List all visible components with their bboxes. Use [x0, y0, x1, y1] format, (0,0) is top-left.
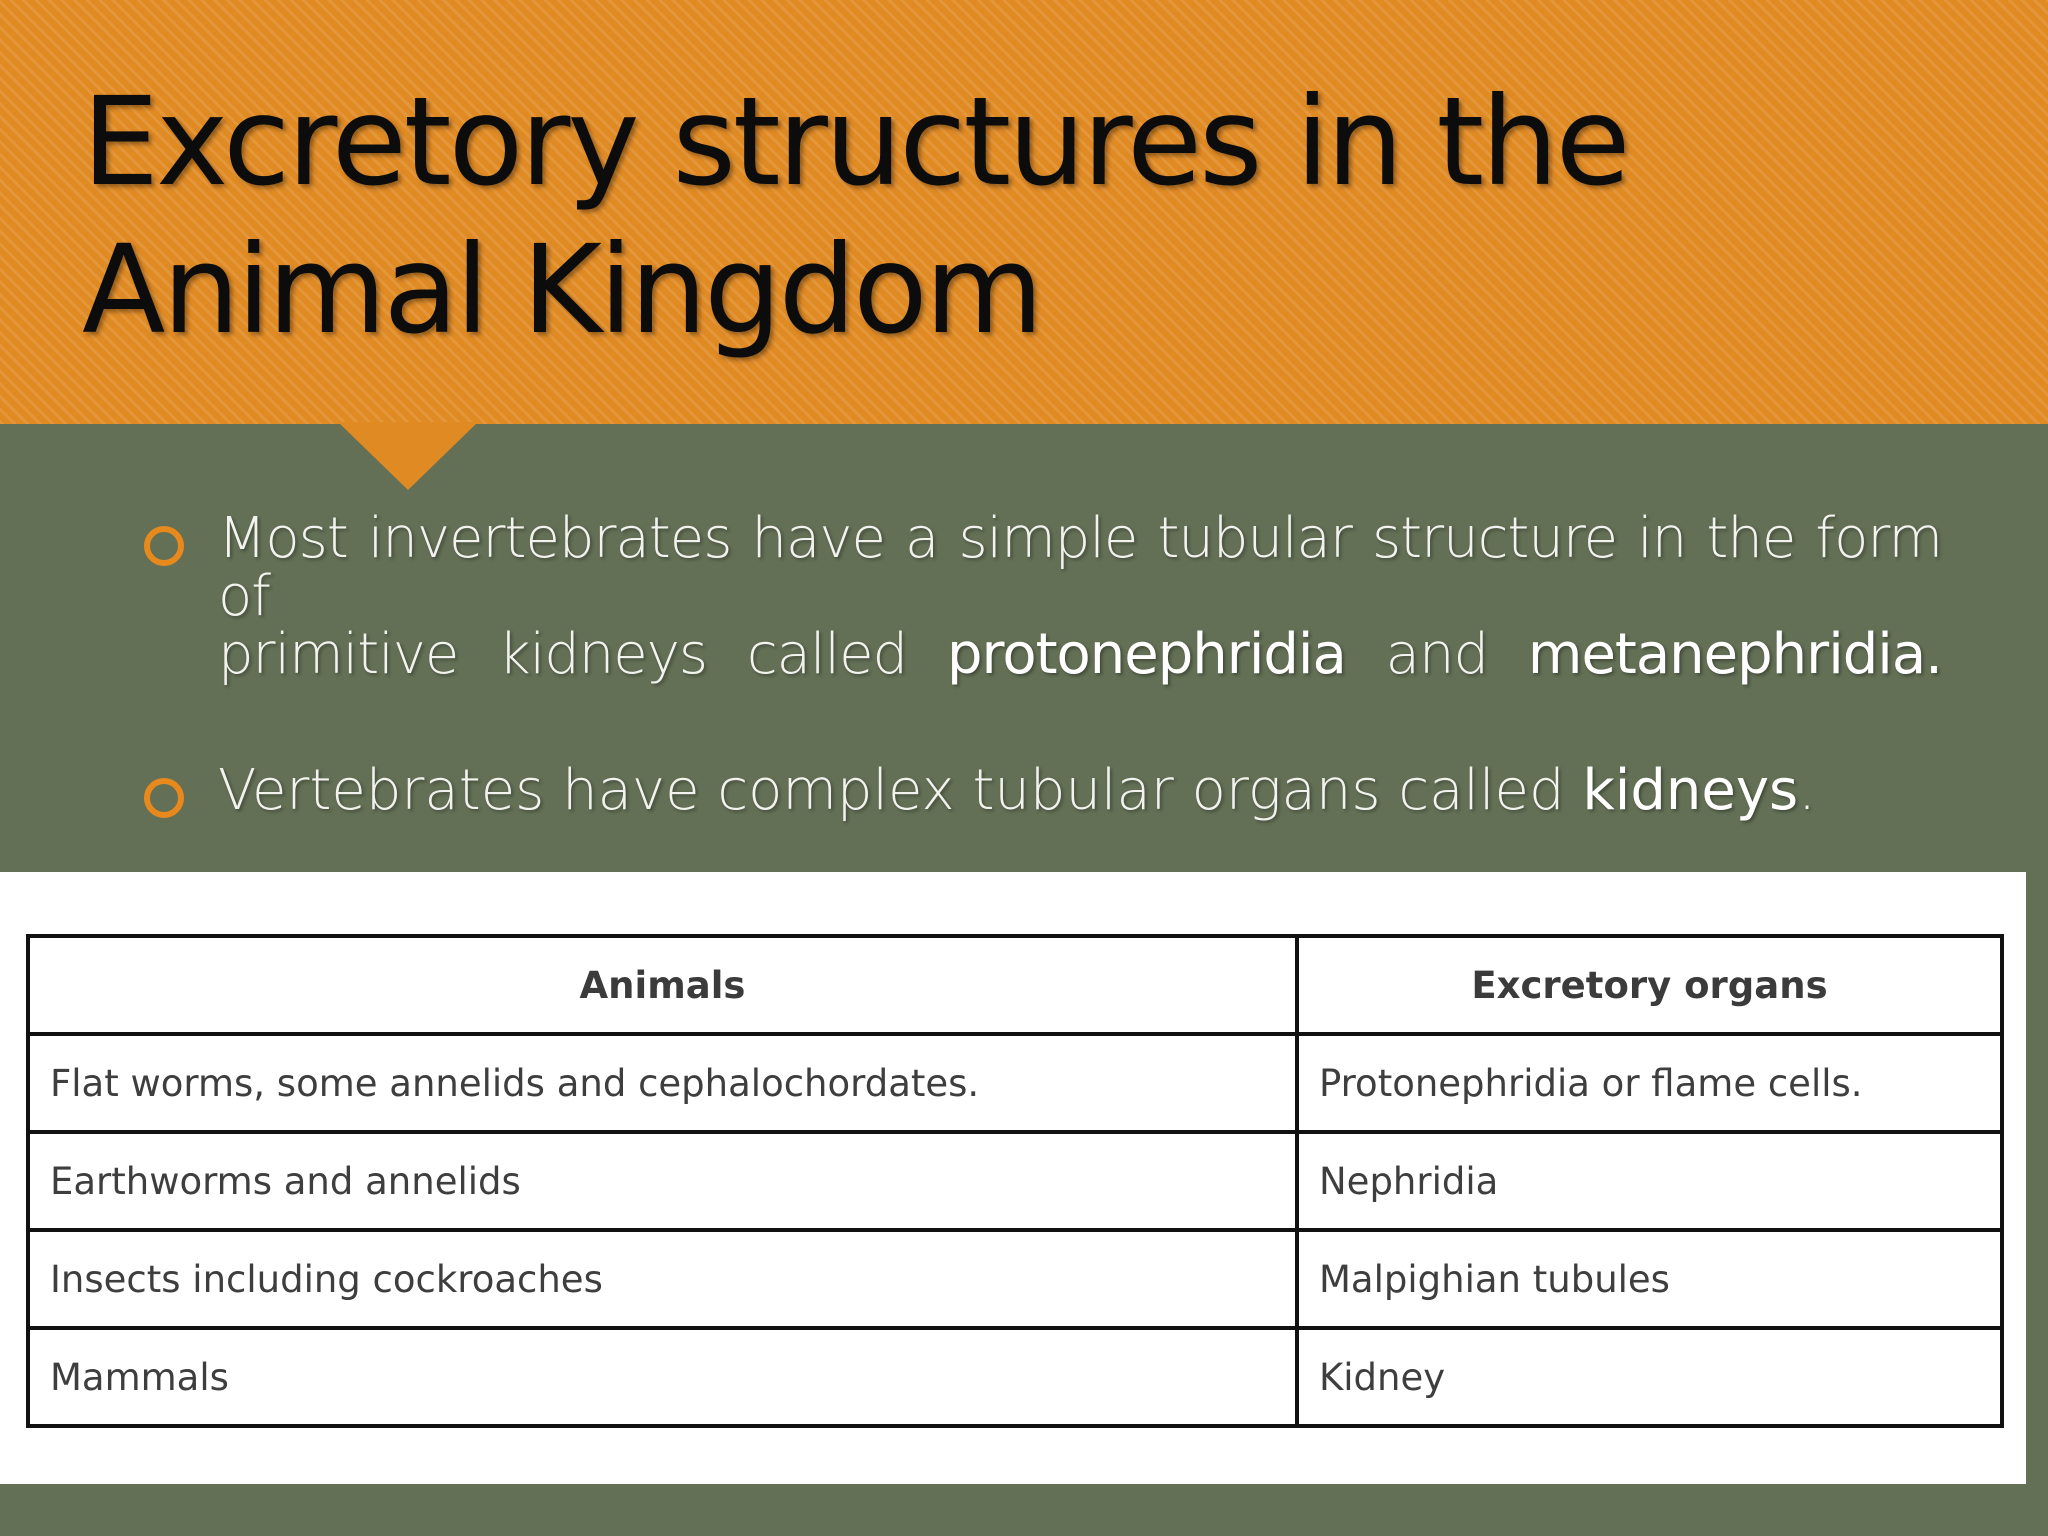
table-row: Earthworms and annelids Nephridia: [26, 1130, 2004, 1232]
table-header-row: Animals Excretory organs: [26, 934, 2004, 1036]
header-animals: Animals: [26, 934, 1299, 1036]
bullet-vertebrates: Vertebrates have complex tubular organs …: [140, 762, 1942, 820]
title-banner: Excretory structures in the Animal Kingd…: [0, 0, 2048, 424]
table-row: Mammals Kidney: [26, 1326, 2004, 1428]
hollow-circle-icon: [144, 778, 184, 818]
header-excretory-organs: Excretory organs: [1295, 934, 2004, 1036]
hollow-circle-icon: [144, 526, 184, 566]
bullet-text: primitive kidneys called: [218, 622, 908, 687]
term-protonephridia: protonephridia: [946, 622, 1347, 687]
cell-excretory-organ: Kidney: [1295, 1326, 2004, 1428]
bullet-line: primitive kidneys called protonephridia …: [218, 626, 1943, 684]
cell-animal: Flat worms, some annelids and cephalocho…: [26, 1032, 1299, 1134]
bullet-punctuation: .: [1798, 758, 1816, 823]
bullet-list: Most invertebrates have a simple tubular…: [140, 506, 1943, 820]
table-panel: Animals Excretory organs Flat worms, som…: [0, 872, 2026, 1484]
cell-excretory-organ: Protonephridia or flame cells.: [1295, 1032, 2004, 1134]
bullet-connector: and: [1385, 622, 1489, 687]
bullet-invertebrates: Most invertebrates have a simple tubular…: [140, 506, 1943, 684]
term-metanephridia: metanephridia.: [1527, 622, 1943, 687]
term-kidneys: kidneys: [1582, 758, 1799, 823]
title-line: Excretory structures in the: [82, 71, 1631, 213]
bullet-line: Most invertebrates have a simple tubular…: [218, 506, 1943, 629]
cell-animal: Mammals: [26, 1326, 1299, 1428]
cell-excretory-organ: Nephridia: [1295, 1130, 2004, 1232]
cell-animal: Insects including cockroaches: [26, 1228, 1299, 1330]
table-row: Insects including cockroaches Malpighian…: [26, 1228, 2004, 1330]
excretory-organs-table: Animals Excretory organs Flat worms, som…: [26, 934, 2004, 1428]
slide-title: Excretory structures in the Animal Kingd…: [82, 68, 1782, 364]
table-row: Flat worms, some annelids and cephalocho…: [26, 1032, 2004, 1134]
cell-excretory-organ: Malpighian tubules: [1295, 1228, 2004, 1330]
title-line: Animal Kingdom: [82, 219, 1044, 361]
bullet-text: Vertebrates have complex tubular organs …: [218, 758, 1583, 823]
title-pointer: [338, 422, 478, 490]
cell-animal: Earthworms and annelids: [26, 1130, 1299, 1232]
